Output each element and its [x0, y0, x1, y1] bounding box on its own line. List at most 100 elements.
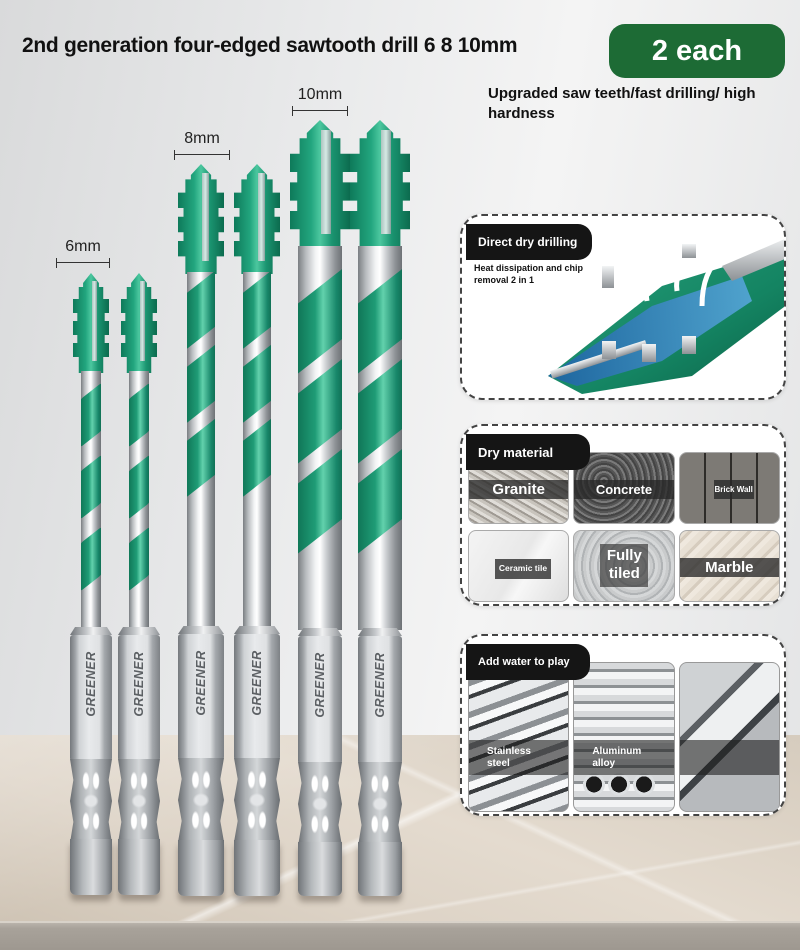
brand-label: GREENER	[132, 651, 146, 717]
spiral-flute	[81, 381, 101, 449]
spiral-flute	[358, 265, 402, 377]
drill-bit-10mm: GREENER	[290, 120, 350, 896]
hex-shank: GREENER	[118, 635, 160, 761]
material-label: Stainless steel	[469, 739, 569, 776]
material-label: Fully tiled	[600, 543, 649, 587]
sawtooth-tip	[178, 164, 224, 274]
drill-tip-closeup-illustration	[548, 239, 784, 394]
spiral-flute	[187, 416, 215, 500]
drill-shaft	[358, 246, 402, 630]
drill-bit-6mm: GREENER	[118, 273, 160, 895]
quick-change-groove	[234, 758, 280, 842]
panel-tag: Direct dry drilling	[466, 224, 592, 260]
drill-bit-8mm: GREENER	[234, 164, 280, 896]
hex-shank: GREENER	[358, 636, 402, 764]
quick-change-groove	[70, 759, 112, 843]
drill-shaft	[243, 272, 271, 628]
spiral-flute	[129, 453, 149, 521]
spiral-flute	[358, 445, 402, 557]
shank-end	[358, 842, 402, 896]
add-water-panel: Add water to play Stainless steel Alumin…	[460, 634, 786, 816]
quick-change-groove	[118, 759, 160, 843]
material-tile-metal-profile	[678, 662, 780, 812]
drill-shaft	[81, 371, 101, 629]
material-label: Ceramic tile	[495, 559, 551, 579]
drill-shaft	[298, 246, 342, 630]
spiral-flute	[81, 525, 101, 593]
dry-drilling-panel: Direct dry drilling Heat dissipation and…	[460, 214, 786, 400]
size-label: 8mm	[184, 130, 220, 147]
brand-label: GREENER	[313, 652, 327, 718]
material-tile-ceramic: Ceramic tile	[468, 530, 570, 602]
brand-label: GREENER	[250, 650, 264, 716]
quick-change-groove	[298, 762, 342, 846]
sawtooth-tip	[290, 120, 350, 250]
material-label: Granite	[469, 479, 569, 500]
size-label: 6mm	[65, 238, 101, 255]
drill-shaft	[129, 371, 149, 629]
material-tile-marble: Marble	[678, 530, 780, 602]
hex-shank: GREENER	[178, 634, 224, 760]
drill-bit-6mm: GREENER	[70, 273, 112, 895]
drill-shaft	[187, 272, 215, 628]
spiral-flute	[129, 381, 149, 449]
quick-change-groove	[178, 758, 224, 842]
sawtooth-tip	[350, 120, 410, 250]
size-marker-10mm: 10mm	[292, 86, 348, 116]
spiral-flute	[243, 272, 271, 352]
hex-shank: GREENER	[70, 635, 112, 761]
material-tile-aluminum-alloy: Aluminum alloy	[573, 662, 675, 812]
panel-description: Heat dissipation and chip removal 2 in 1	[474, 263, 584, 285]
material-tile-fully-tiled: Fully tiled	[573, 530, 675, 602]
dry-material-panel: Dry material Granite Concrete Brick Wall…	[460, 424, 786, 606]
spiral-flute	[358, 355, 402, 467]
material-tile-stainless-steel: Stainless steel	[468, 662, 570, 812]
spiral-flute	[81, 453, 101, 521]
metal-material-row: Stainless steel Aluminum alloy	[468, 662, 780, 812]
countertop-edge	[0, 921, 800, 950]
sawtooth-tip	[121, 273, 157, 373]
spiral-flute	[243, 416, 271, 500]
material-label: Brick Wall	[713, 479, 754, 500]
dimension-bar	[292, 106, 348, 116]
drill-bit-10mm: GREENER	[350, 120, 410, 896]
spiral-flute	[298, 445, 342, 557]
material-label: Marble	[679, 557, 779, 578]
size-marker-8mm: 8mm	[174, 130, 230, 160]
shank-end	[178, 840, 224, 896]
hex-shank: GREENER	[234, 634, 280, 760]
spiral-flute	[298, 355, 342, 467]
shank-collar	[70, 627, 112, 635]
panel-tag: Add water to play	[466, 644, 590, 680]
shank-collar	[234, 626, 280, 634]
brand-label: GREENER	[373, 652, 387, 718]
dimension-bar	[56, 258, 110, 268]
shank-collar	[118, 627, 160, 635]
feature-subtitle: Upgraded saw teeth/fast drilling/ high h…	[488, 85, 756, 122]
spiral-flute	[187, 342, 215, 426]
spiral-flute	[129, 525, 149, 593]
shank-end	[234, 840, 280, 896]
brand-label: GREENER	[194, 650, 208, 716]
shank-end	[298, 842, 342, 896]
material-tile-concrete: Concrete	[573, 452, 675, 524]
drill-bit-8mm: GREENER	[178, 164, 224, 896]
shank-collar	[298, 628, 342, 636]
quick-change-groove	[358, 762, 402, 846]
material-grid: Granite Concrete Brick Wall Ceramic tile…	[468, 452, 780, 604]
spiral-flute	[298, 265, 342, 377]
panel-tag: Dry material	[466, 434, 590, 470]
sawtooth-tip	[73, 273, 109, 373]
material-label	[679, 739, 779, 776]
shank-collar	[358, 628, 402, 636]
product-title: 2nd generation four-edged sawtooth drill…	[22, 34, 518, 57]
dimension-bar	[174, 150, 230, 160]
shank-collar	[178, 626, 224, 634]
shank-end	[118, 839, 160, 895]
shank-end	[70, 839, 112, 895]
sawtooth-tip	[234, 164, 280, 274]
brand-label: GREENER	[84, 651, 98, 717]
quantity-badge: 2 each	[609, 24, 785, 78]
material-label: Concrete	[574, 479, 674, 500]
spiral-flute	[243, 342, 271, 426]
